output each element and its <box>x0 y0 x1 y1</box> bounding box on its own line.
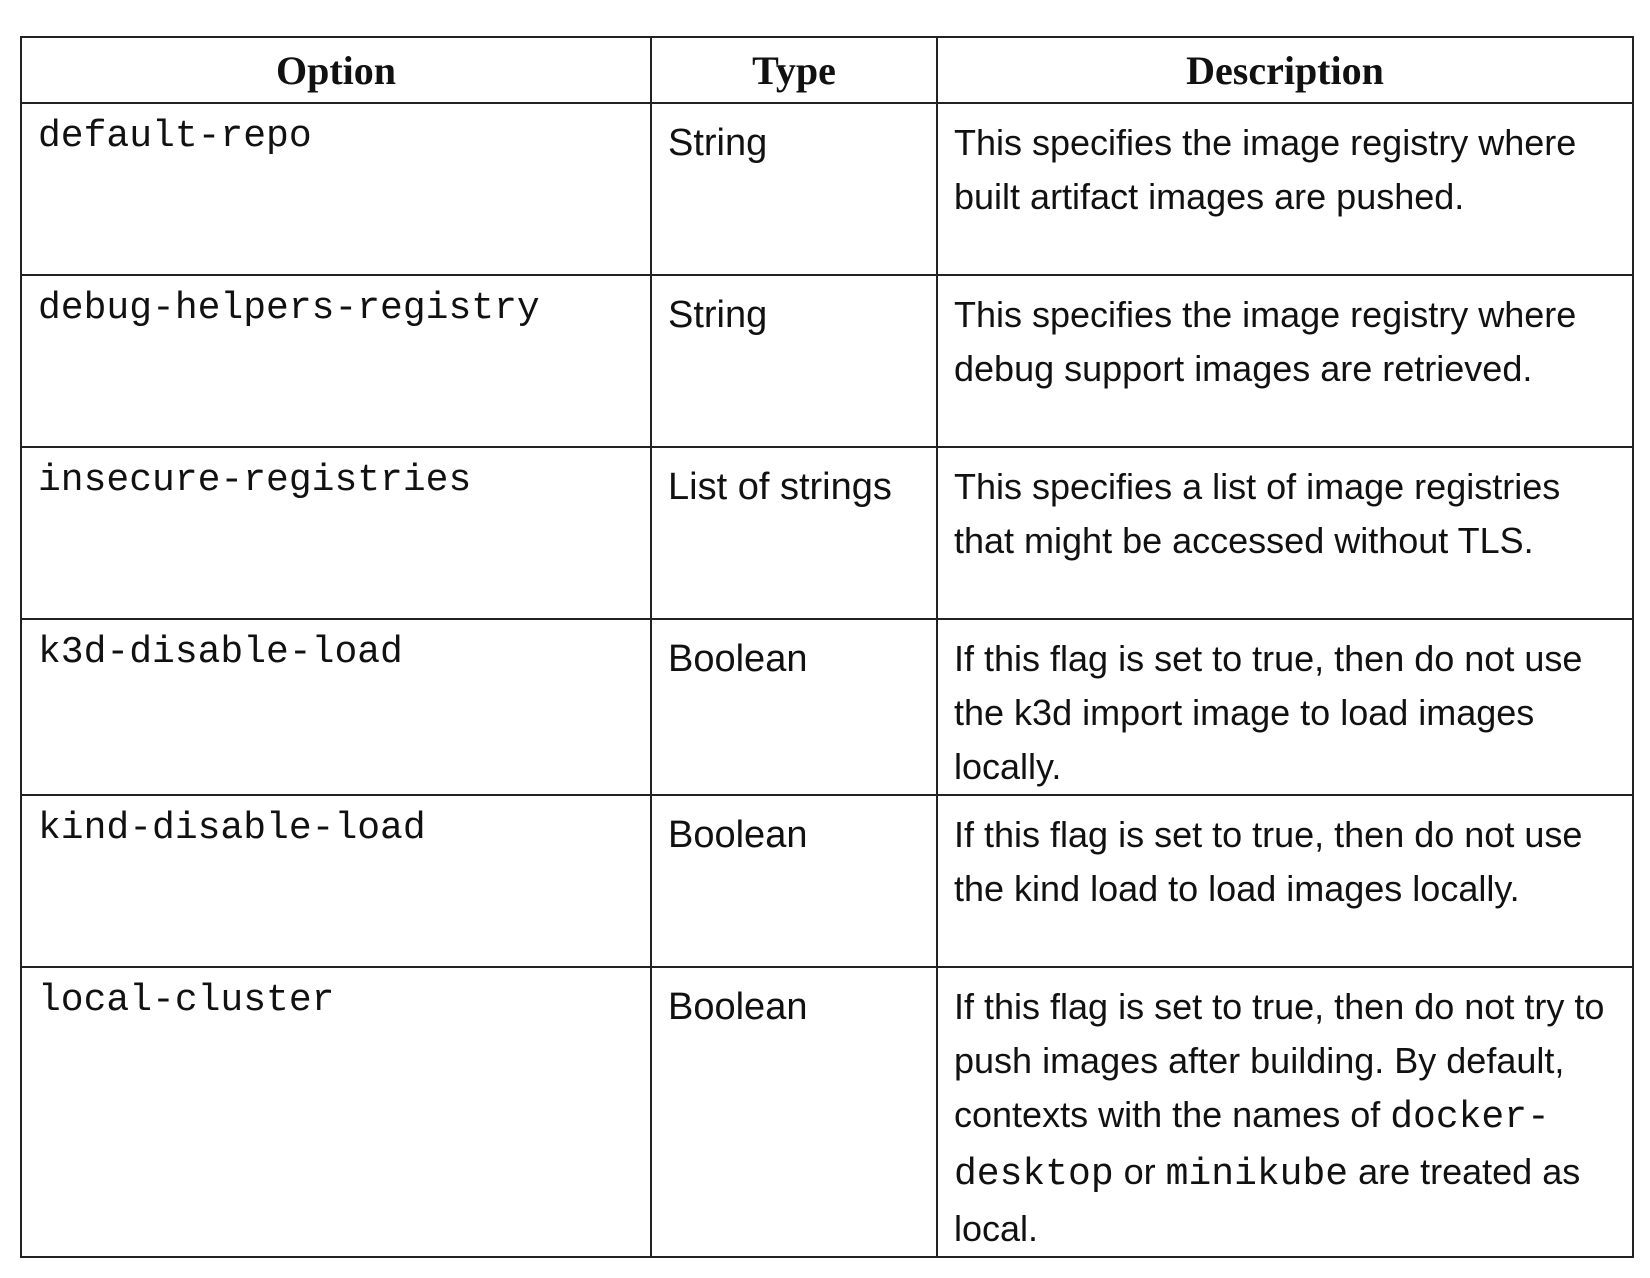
option-name: debug-helpers-registry <box>38 287 540 330</box>
table-row: kind-disable-load Boolean If this flag i… <box>20 794 1634 968</box>
option-name: default-repo <box>38 115 312 158</box>
option-name: local-cluster <box>38 979 335 1022</box>
option-description: If this flag is set to true, then do not… <box>954 638 1583 787</box>
type-cell: Boolean <box>650 618 938 796</box>
type-cell: Boolean <box>650 966 938 1258</box>
option-name: insecure-registries <box>38 459 472 502</box>
option-description: This specifies a list of image registrie… <box>954 466 1561 561</box>
option-description: If this flag is set to true, then do not… <box>938 968 1632 1256</box>
table-row: insecure-registries List of strings This… <box>20 446 1634 620</box>
type-cell: List of strings <box>650 446 938 620</box>
description-cell: If this flag is set to true, then do not… <box>936 966 1634 1258</box>
description-cell: This specifies the image registry where … <box>936 102 1634 276</box>
description-cell: If this flag is set to true, then do not… <box>936 794 1634 968</box>
header-description: Description <box>936 36 1634 104</box>
type-cell: Boolean <box>650 794 938 968</box>
description-cell: This specifies a list of image registrie… <box>936 446 1634 620</box>
inline-code-docker-desktop: docker-desktop <box>954 1096 1550 1196</box>
option-description: If this flag is set to true, then do not… <box>954 814 1583 909</box>
option-type: String <box>668 294 768 336</box>
option-cell: local-cluster <box>20 966 652 1258</box>
option-type: Boolean <box>668 814 808 856</box>
option-cell: default-repo <box>20 102 652 276</box>
option-description: This specifies the image registry where … <box>954 122 1577 217</box>
option-cell: kind-disable-load <box>20 794 652 968</box>
description-text: If this flag is set to true, then do not… <box>954 986 1605 1135</box>
type-cell: String <box>650 274 938 448</box>
option-cell: k3d-disable-load <box>20 618 652 796</box>
header-type: Type <box>650 36 938 104</box>
option-type: List of strings <box>668 466 892 508</box>
description-cell: If this flag is set to true, then do not… <box>936 618 1634 796</box>
option-cell: insecure-registries <box>20 446 652 620</box>
option-name: kind-disable-load <box>38 807 426 850</box>
table-row: default-repo String This specifies the i… <box>20 102 1634 276</box>
table-row: k3d-disable-load Boolean If this flag is… <box>20 618 1634 796</box>
description-text: or <box>1113 1151 1166 1192</box>
description-cell: This specifies the image registry where … <box>936 274 1634 448</box>
option-type: String <box>668 122 768 164</box>
option-description: This specifies the image registry where … <box>954 294 1577 389</box>
type-cell: String <box>650 102 938 276</box>
table-row: local-cluster Boolean If this flag is se… <box>20 966 1634 1258</box>
table-row: debug-helpers-registry String This speci… <box>20 274 1634 448</box>
inline-code-minikube: minikube <box>1165 1153 1349 1196</box>
options-table: Option Type Description default-repo Str… <box>20 36 1634 1258</box>
header-option: Option <box>20 36 652 104</box>
option-name: k3d-disable-load <box>38 631 403 674</box>
table-header-row: Option Type Description <box>20 36 1634 104</box>
option-cell: debug-helpers-registry <box>20 274 652 448</box>
description-text: are treated as local. <box>954 1151 1581 1249</box>
option-type: Boolean <box>668 638 808 680</box>
option-type: Boolean <box>668 986 808 1028</box>
